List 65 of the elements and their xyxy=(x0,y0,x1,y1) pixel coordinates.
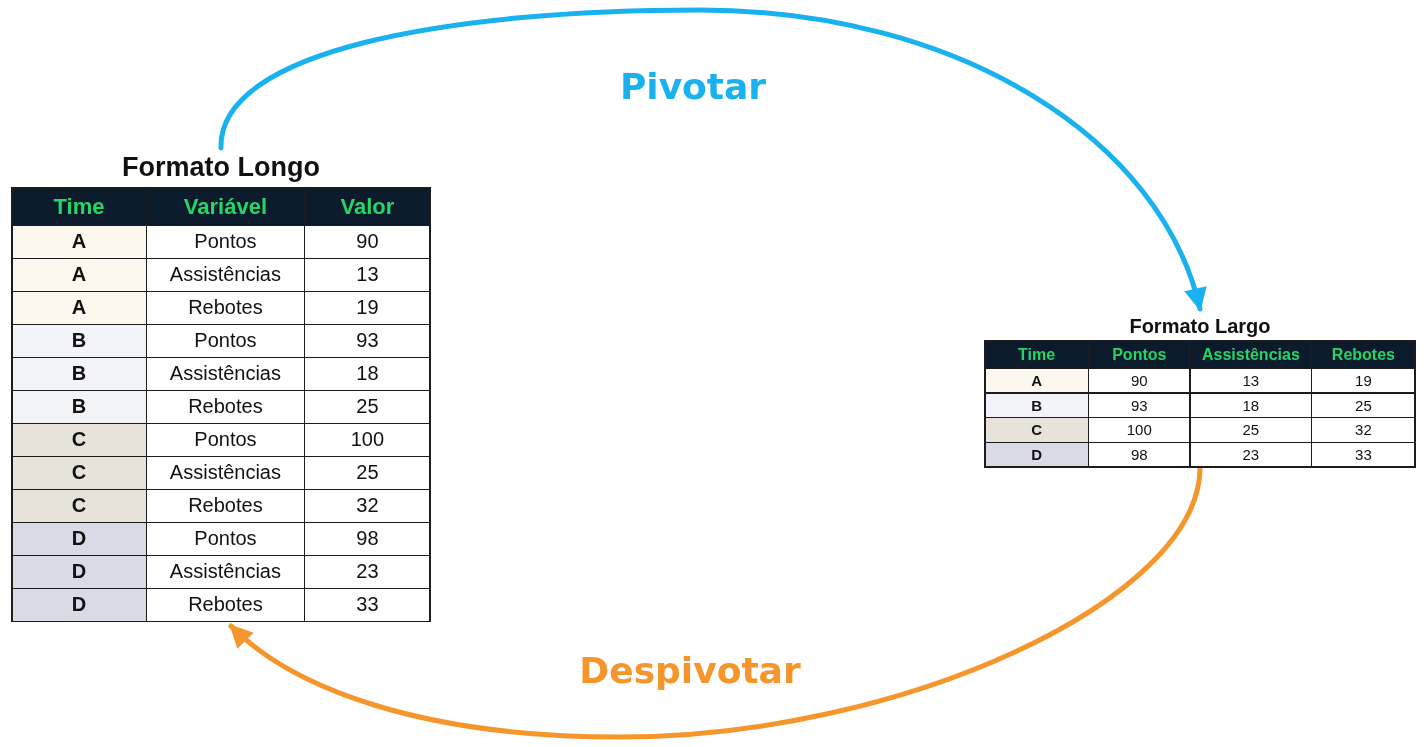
table-title: Formato Largo xyxy=(1128,314,1272,339)
edge-label: Pivotar xyxy=(619,65,767,107)
row-header: C xyxy=(12,490,146,522)
table-cell: Pontos xyxy=(147,226,304,258)
table-cell: 100 xyxy=(305,424,430,456)
table-cell: 19 xyxy=(305,292,430,324)
table-cell: Assistências xyxy=(147,259,304,291)
table-cell: 90 xyxy=(1089,369,1190,393)
row-header: C xyxy=(985,418,1088,442)
table-cell: 25 xyxy=(305,457,430,489)
column-header: Rebotes xyxy=(1312,341,1415,368)
row-header: D xyxy=(985,443,1088,467)
table-cell: Rebotes xyxy=(147,292,304,324)
curved-arrow xyxy=(218,7,1205,312)
table-cell: 98 xyxy=(305,523,430,555)
table-cell: 25 xyxy=(1190,418,1311,442)
table-cell: Pontos xyxy=(147,523,304,555)
table-cell: 98 xyxy=(1089,443,1190,467)
row-header: B xyxy=(12,358,146,390)
column-header: Valor xyxy=(305,188,430,225)
table-cell: 100 xyxy=(1089,418,1190,442)
row-header: D xyxy=(12,556,146,588)
row-header: A xyxy=(12,292,146,324)
table-cell: 90 xyxy=(305,226,430,258)
table-cell: 23 xyxy=(305,556,430,588)
table-cell: 25 xyxy=(1312,393,1415,417)
table-cell: 13 xyxy=(1190,369,1311,393)
table-cell: 25 xyxy=(305,391,430,423)
row-header: A xyxy=(12,226,146,258)
column-header: Variável xyxy=(147,188,304,225)
table-cell: 32 xyxy=(1312,418,1415,442)
column-header: Time xyxy=(985,341,1088,368)
column-header: Pontos xyxy=(1089,341,1190,368)
table-cell: 23 xyxy=(1190,443,1311,467)
column-header: Assistências xyxy=(1190,341,1311,368)
table-cell: 33 xyxy=(1312,443,1415,467)
table-cell: Rebotes xyxy=(147,391,304,423)
row-header: A xyxy=(12,259,146,291)
row-header: C xyxy=(12,457,146,489)
table-cell: Assistências xyxy=(147,358,304,390)
table-cell: 18 xyxy=(1190,393,1311,417)
table-cell: Pontos xyxy=(147,424,304,456)
row-header: B xyxy=(12,325,146,357)
table-cell: Pontos xyxy=(147,325,304,357)
table-cell: Assistências xyxy=(147,556,304,588)
row-header: D xyxy=(12,589,146,621)
table-title: Formato Longo xyxy=(121,151,321,184)
table-cell: 93 xyxy=(1089,393,1190,417)
table-cell: 93 xyxy=(305,325,430,357)
table-cell: Assistências xyxy=(147,457,304,489)
table-cell: 32 xyxy=(305,490,430,522)
table-cell: 19 xyxy=(1312,369,1415,393)
row-header: B xyxy=(985,393,1088,417)
curved-arrow xyxy=(228,465,1203,740)
table-cell: Rebotes xyxy=(147,589,304,621)
table-cell: 33 xyxy=(305,589,430,621)
column-header: Time xyxy=(12,188,146,225)
row-header: A xyxy=(985,369,1088,393)
table-cell: 18 xyxy=(305,358,430,390)
row-header: D xyxy=(12,523,146,555)
edge-label: Despivotar xyxy=(579,649,801,691)
table-cell: 13 xyxy=(305,259,430,291)
row-header: B xyxy=(12,391,146,423)
row-header: C xyxy=(12,424,146,456)
table-cell: Rebotes xyxy=(147,490,304,522)
